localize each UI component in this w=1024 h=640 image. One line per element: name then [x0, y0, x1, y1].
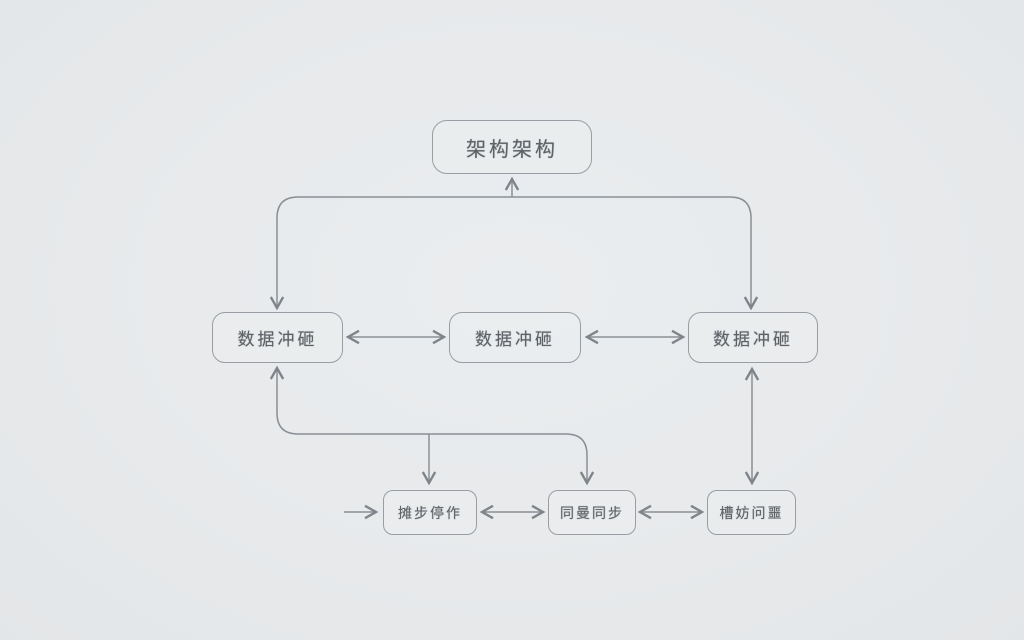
- edge-branch-down: [269, 365, 595, 486]
- node-bottom-left: 摊步停作: [383, 490, 477, 535]
- node-data-right: 数据冲砸: [688, 312, 818, 363]
- edge-trunk-top: [269, 196, 759, 311]
- node-data-center: 数据冲砸: [449, 312, 581, 363]
- node-architecture: 架构架构: [432, 120, 592, 174]
- node-bottom-right: 槽妨问噩: [707, 490, 796, 535]
- node-bottom-center: 同曼同步: [548, 490, 636, 535]
- node-data-left: 数据冲砸: [212, 312, 343, 363]
